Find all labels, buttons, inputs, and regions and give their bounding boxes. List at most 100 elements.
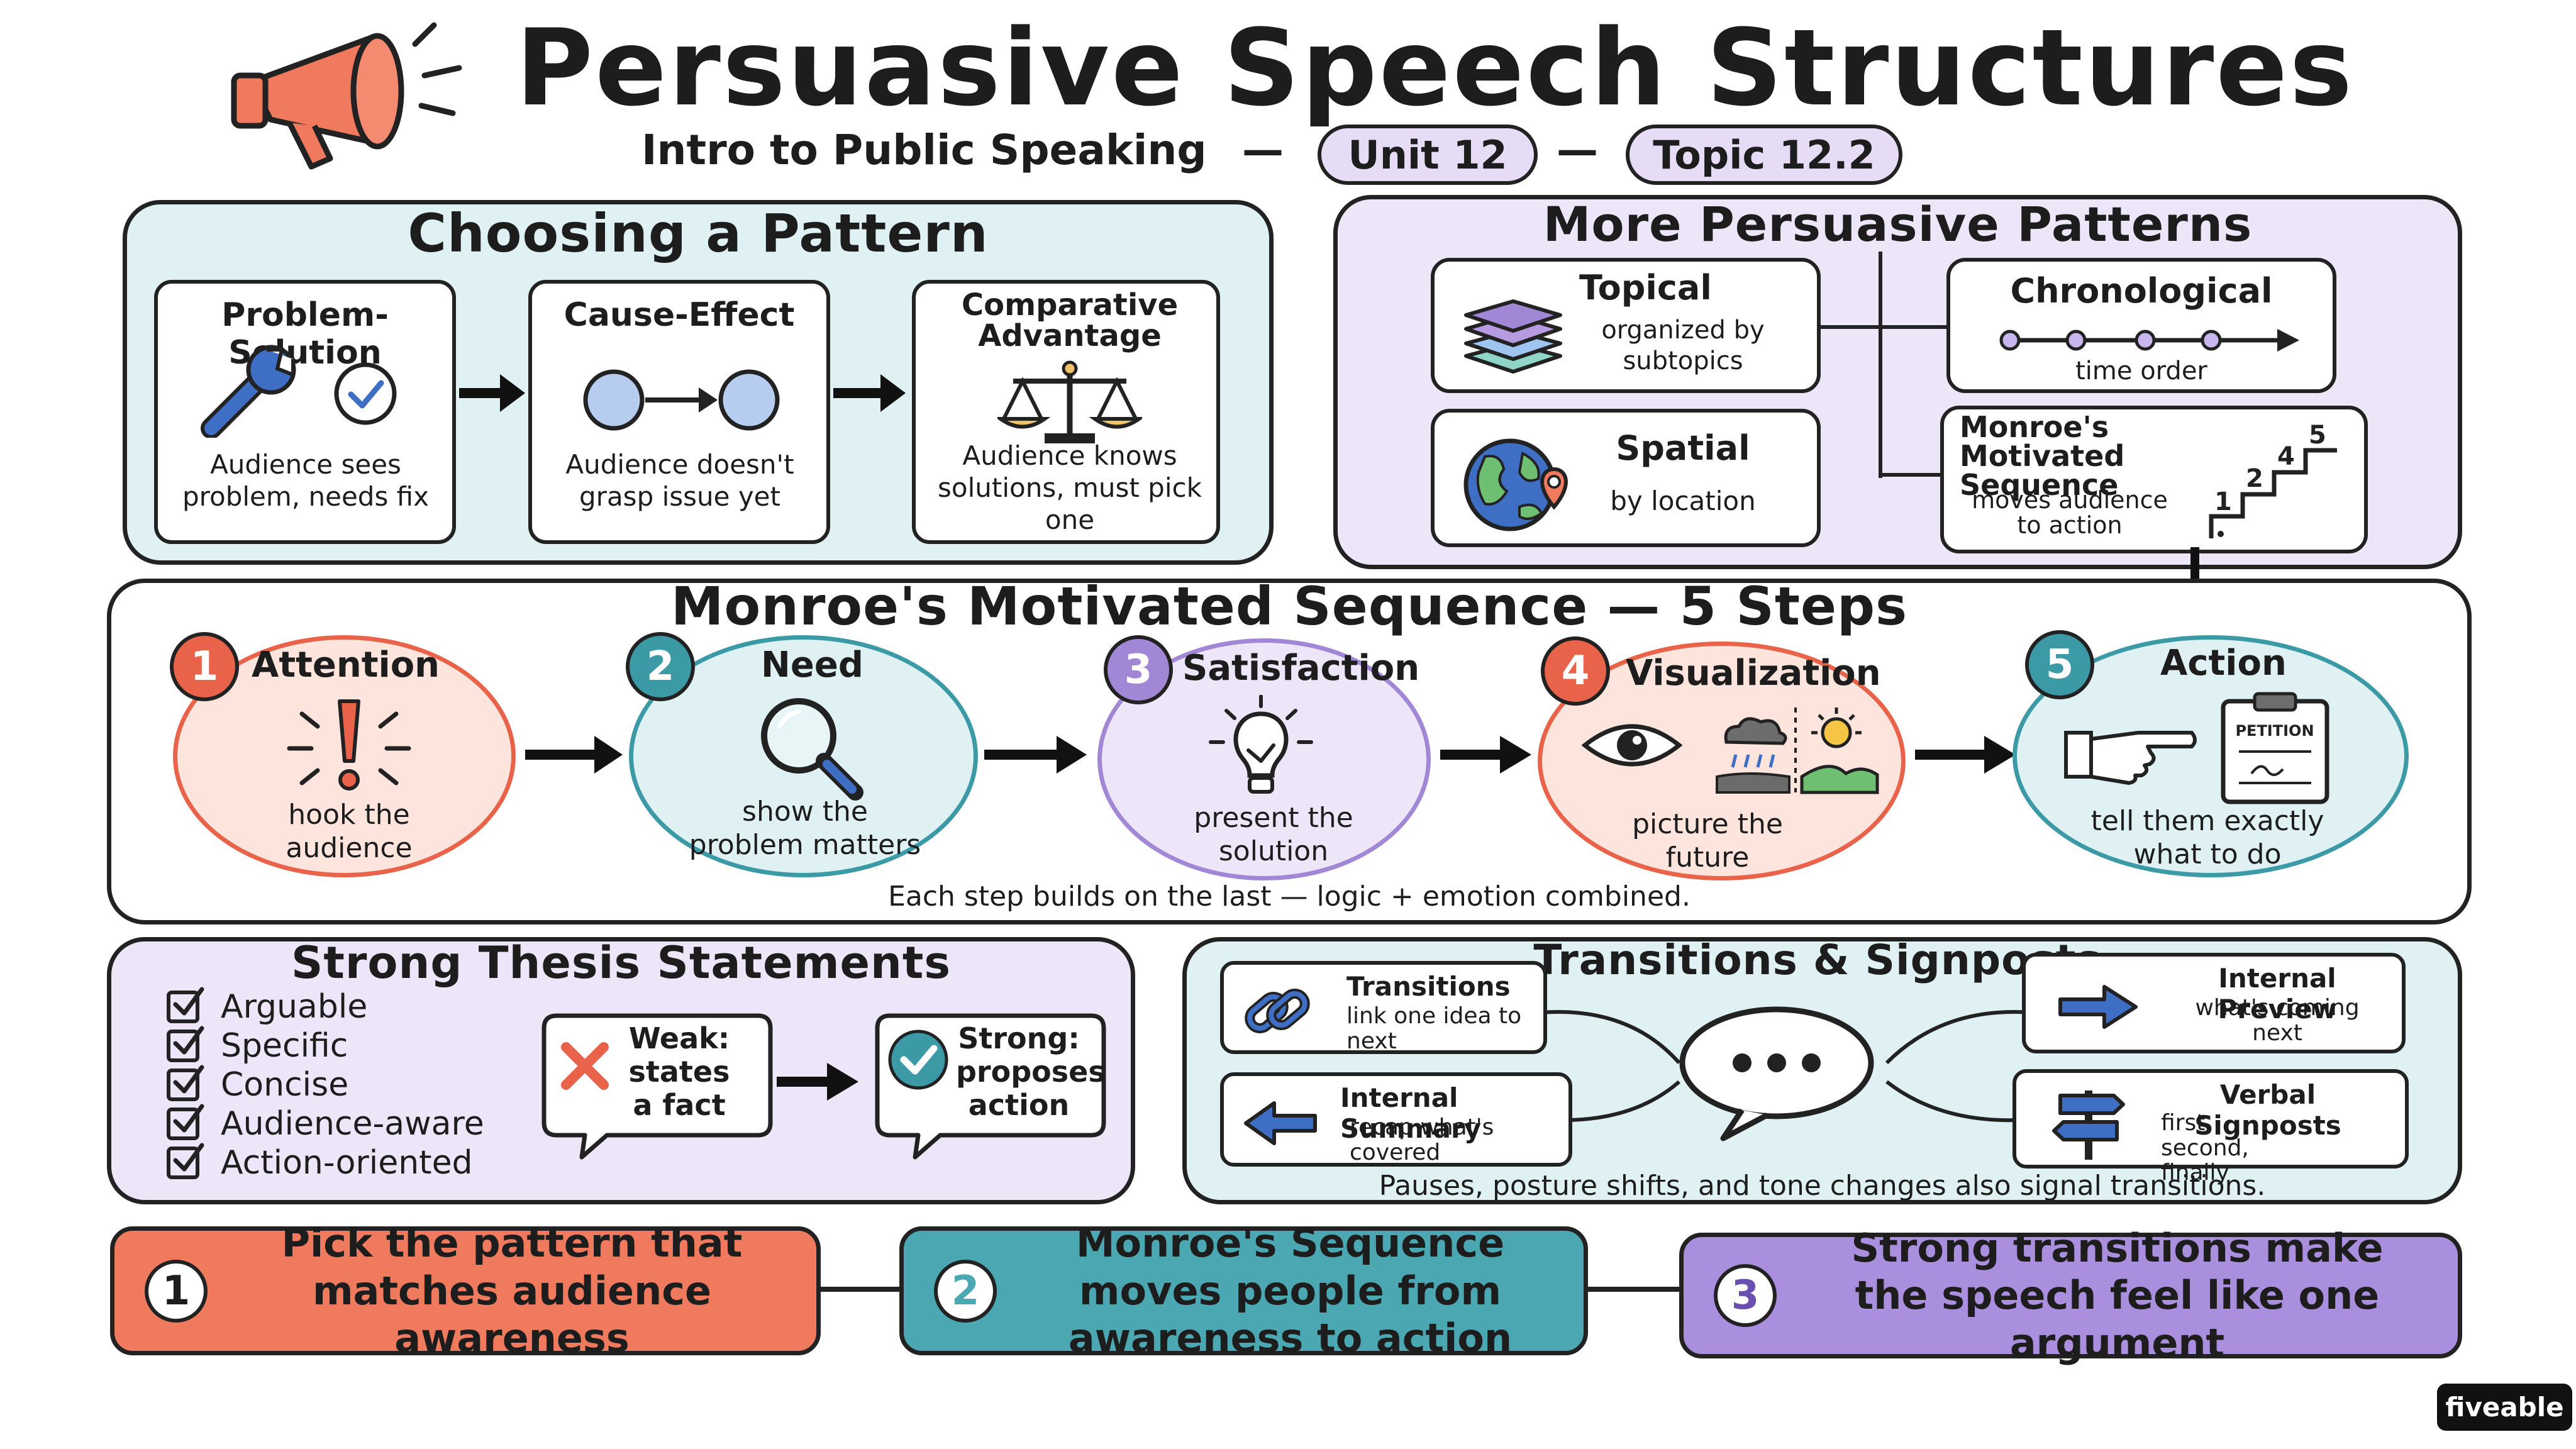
step-text: picture the future — [1632, 808, 1783, 874]
arrow-right-icon — [1912, 730, 2019, 780]
arrow-right-icon — [1437, 730, 1535, 780]
strong-thesis-text: Strong: proposes action — [956, 1021, 1106, 1122]
megaphone-icon — [226, 13, 478, 182]
step-text: show the problem matters — [689, 796, 921, 861]
takeaway-number: 2 — [934, 1259, 997, 1323]
pattern-card-text: Audience sees problem, needs fix — [182, 449, 429, 513]
transition-card-title: Internal Preview — [2218, 963, 2337, 1024]
pattern-title: Spatial — [1616, 428, 1750, 468]
page-title: Persuasive Speech Structures — [516, 6, 2355, 130]
topic-badge: Topic 12.2 — [1626, 125, 1902, 185]
transitions-title: Transitions & Signposts — [1533, 936, 2102, 984]
step-title: Visualization — [1626, 653, 1881, 694]
takeaway-card: 2 Monroe's Sequence moves people from aw… — [899, 1220, 1588, 1361]
pattern-spatial: Spatial by location — [1431, 409, 1821, 547]
takeaway-number: 1 — [145, 1259, 208, 1323]
course-subtitle: Intro to Public Speaking — [641, 126, 1207, 174]
step-text: tell them exactly what to do — [2090, 805, 2324, 870]
takeaway-number: 3 — [1714, 1264, 1777, 1327]
subtitle-dash: — — [1557, 126, 1598, 174]
more-patterns-title: More Persuasive Patterns — [1543, 196, 2253, 252]
checklist-label: Arguable — [221, 988, 368, 1026]
checklist-label: Action-oriented — [221, 1144, 473, 1182]
unit-badge: Unit 12 — [1318, 125, 1538, 185]
transition-card-title: Transitions — [1346, 971, 1511, 1002]
checkbox-checked-icon — [167, 987, 204, 1023]
pattern-text: by location — [1610, 486, 1756, 516]
link-chain-icon — [1243, 980, 1312, 1043]
step-title: Satisfaction — [1182, 648, 1420, 689]
pattern-card-problem-solution: Problem-Solution Audience sees problem, … — [154, 280, 456, 544]
eye-icon — [1581, 717, 1683, 774]
transition-card-transitions: Transitions link one idea to next — [1220, 961, 1547, 1054]
step-title: Need — [761, 645, 863, 686]
future-weather-icon — [1711, 704, 1880, 799]
checklist-label: Specific — [221, 1027, 348, 1065]
arrow-right-icon — [522, 730, 626, 780]
takeaway-card: 3 Strong transitions make the speech fee… — [1679, 1225, 2462, 1366]
choosing-pattern-title: Choosing a Pattern — [408, 203, 989, 264]
petition-label: PETITION — [2235, 722, 2314, 740]
thesis-checklist: Arguable Specific Concise Audience-aware… — [167, 987, 519, 1189]
stair-step-label: 4 — [2277, 442, 2295, 471]
checklist-label: Audience-aware — [221, 1105, 484, 1143]
checkbox-checked-icon — [167, 1026, 204, 1062]
transition-card-internal-preview: Internal Preview what's coming next — [2022, 953, 2406, 1053]
step-text: hook the audience — [286, 799, 413, 864]
stair-step-label: 1 — [2214, 487, 2232, 516]
transition-card-internal-summary: Internal Summary recap what's covered — [1220, 1072, 1572, 1167]
transition-card-text: first, second, finally — [2161, 1110, 2249, 1186]
arrow-left-icon — [1243, 1098, 1318, 1148]
arrow-right-icon — [981, 730, 1091, 780]
takeaway-text: Monroe's Sequence moves people from awar… — [1068, 1220, 1513, 1362]
strong-thesis-bubble: Strong: proposes action — [871, 1009, 1110, 1160]
lightbulb-icon — [1198, 694, 1324, 802]
stairs-icon: 1 2 4 5 — [2202, 421, 2359, 548]
pattern-text: moves audience to action — [1972, 486, 2168, 539]
sequence-title: Monroe's Motivated Sequence — 5 Steps — [670, 575, 1908, 637]
magnifier-icon — [748, 692, 874, 805]
step-number: 4 — [1541, 636, 1610, 706]
cause-effect-icon — [579, 365, 787, 435]
step-title: Action — [2160, 643, 2287, 684]
pattern-card-title: Cause-Effect — [564, 296, 795, 334]
checkbox-checked-icon — [167, 1065, 204, 1101]
step-title: Attention — [252, 645, 440, 686]
checkmark-circle-icon — [331, 359, 400, 428]
stair-step-label: 2 — [2246, 464, 2263, 493]
brand-name: fiveable — [2445, 1392, 2564, 1423]
takeaway-text: Pick the pattern that matches audience a… — [281, 1220, 743, 1362]
arrow-right-icon — [456, 368, 528, 418]
pattern-card-cause-effect: Cause-Effect Audience doesn't grasp issu… — [528, 280, 830, 544]
transition-card-text: link one idea to next — [1346, 1003, 1522, 1054]
checklist-item: Arguable — [167, 987, 367, 1026]
thesis-title: Strong Thesis Statements — [291, 937, 951, 989]
checklist-item: Concise — [167, 1065, 348, 1104]
weak-thesis-bubble: Weak: states a fact — [538, 1009, 777, 1160]
pattern-title: Topical — [1579, 268, 1712, 308]
layers-icon — [1460, 296, 1567, 378]
balance-scale-icon — [994, 359, 1145, 447]
takeaway-text: Strong transitions make the speech feel … — [1851, 1224, 2384, 1366]
step-number: 2 — [626, 632, 695, 701]
sequence-caption: Each step builds on the last — logic + e… — [888, 880, 1690, 913]
pattern-card-text: Audience knows solutions, must pick one — [938, 440, 1202, 536]
pattern-topical: Topical organized by subtopics — [1431, 258, 1821, 393]
pattern-text: time order — [2075, 357, 2207, 386]
checklist-item: Specific — [167, 1026, 348, 1065]
globe-icon — [1460, 435, 1579, 535]
speech-bubble-icon — [1673, 1003, 1880, 1141]
exclamation-icon — [277, 695, 421, 796]
connector-lines — [1811, 252, 1962, 497]
weak-thesis-text: Weak: states a fact — [628, 1021, 730, 1122]
transitions-caption: Pauses, posture shifts, and tone changes… — [1379, 1170, 2266, 1202]
step-text: present the solution — [1194, 802, 1353, 867]
arrow-right-icon — [774, 1057, 862, 1107]
step-number: 3 — [1104, 635, 1173, 704]
stair-step-label: 5 — [2309, 422, 2326, 450]
pattern-card-text: Audience doesn't grasp issue yet — [565, 449, 794, 513]
takeaway-card: 1 Pick the pattern that matches audience… — [110, 1220, 821, 1361]
checklist-item: Action-oriented — [167, 1143, 473, 1182]
pointing-hand-icon — [2063, 714, 2201, 789]
pattern-title: Monroe's Motivated Sequence — [1960, 410, 2125, 502]
